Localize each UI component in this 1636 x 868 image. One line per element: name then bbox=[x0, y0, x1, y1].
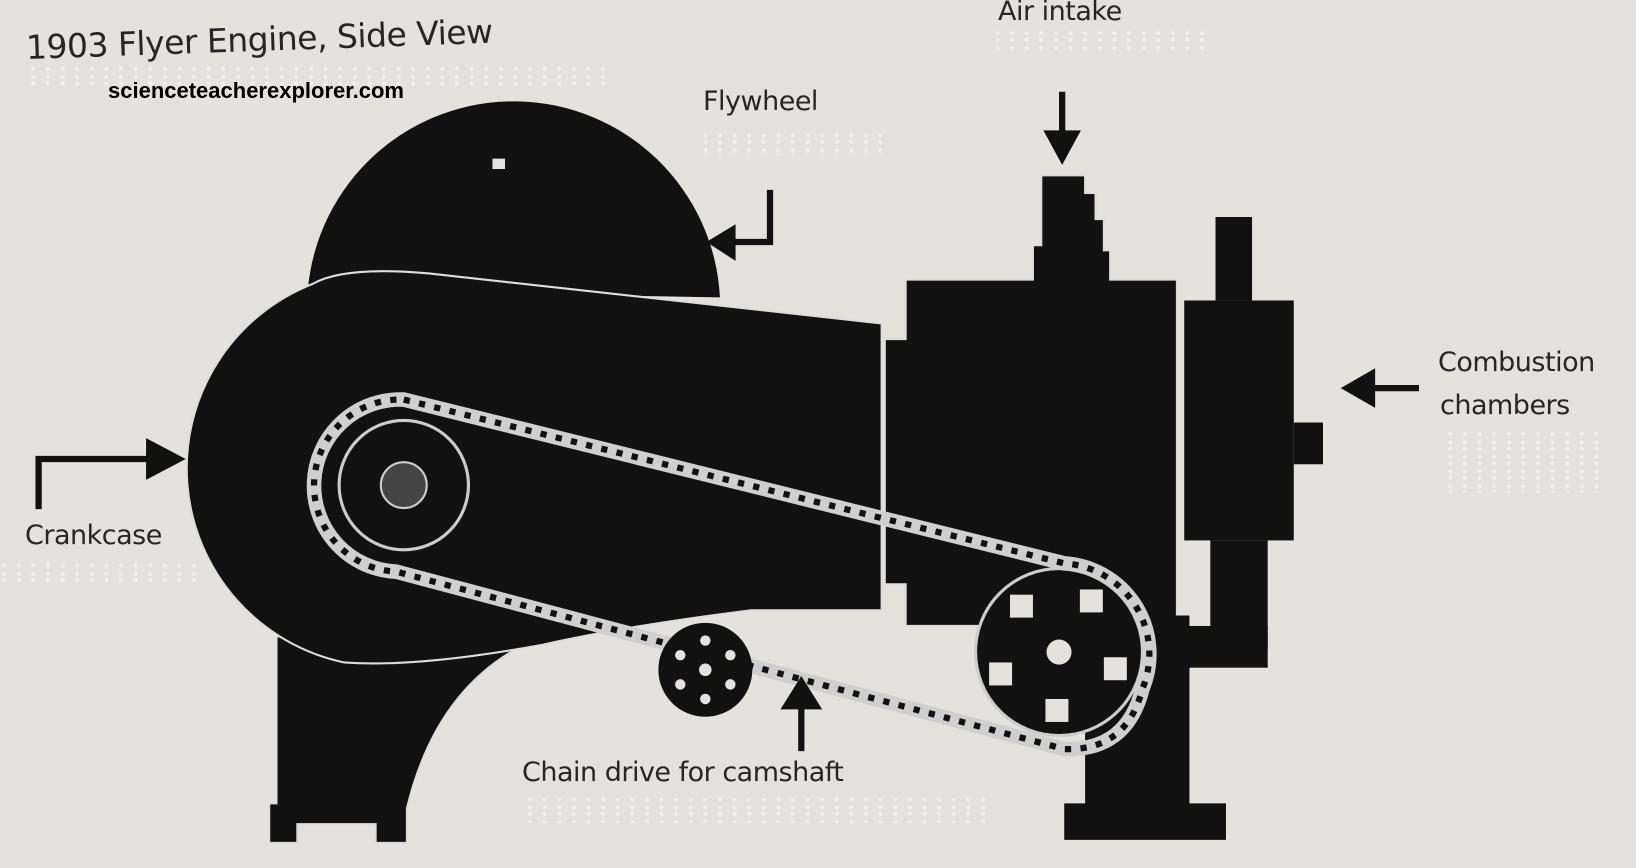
label-chain-drive: Chain drive for camshaft bbox=[522, 757, 844, 788]
label-air-intake: Air intake bbox=[998, 0, 1122, 27]
label-combustion-line2: chambers bbox=[1440, 390, 1570, 421]
crankcase-arrow bbox=[35, 455, 152, 510]
arrows bbox=[35, 91, 1419, 752]
label-combustion-line1: Combustion bbox=[1438, 347, 1595, 378]
flywheel-arrow bbox=[730, 189, 774, 246]
label-flywheel: Flywheel bbox=[703, 86, 818, 117]
watermark: scienceteacherexplorer.com bbox=[108, 78, 404, 103]
label-crankcase: Crankcase bbox=[25, 520, 162, 551]
flywheel bbox=[307, 101, 720, 298]
braille-dots bbox=[0, 29, 1607, 824]
combustion-chambers bbox=[1184, 217, 1323, 668]
engine-base-leg bbox=[268, 635, 543, 845]
